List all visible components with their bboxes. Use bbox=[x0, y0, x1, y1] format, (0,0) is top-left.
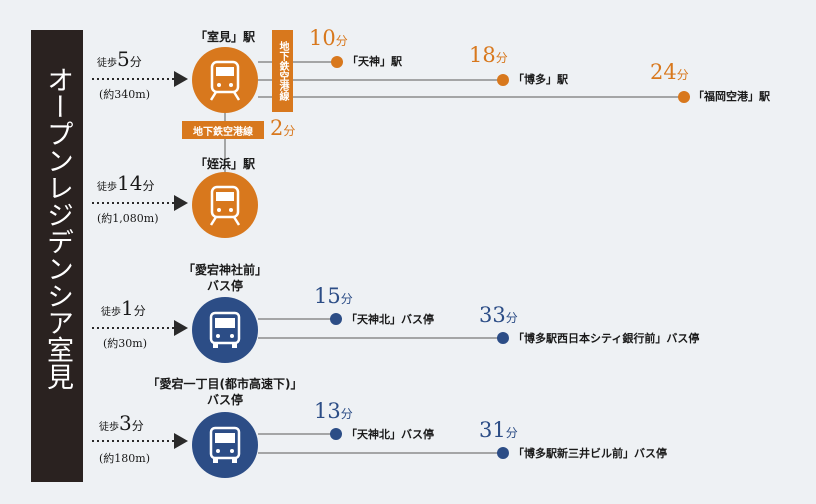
dest-label-airport: 「福岡空港」駅 bbox=[693, 90, 770, 103]
title-bar bbox=[31, 30, 83, 482]
time-hakata: 18分 bbox=[469, 43, 508, 67]
walk-time-2: 徒歩14分 bbox=[97, 171, 155, 195]
subway-line-badge-transfer: 地下鉄空港線 bbox=[182, 121, 264, 139]
property-title: オープンレジデンシア室見 bbox=[42, 66, 73, 390]
walk-distance-1: (約340m) bbox=[99, 88, 151, 101]
time-tenjin: 10分 bbox=[309, 26, 348, 50]
subway-line-badge: 地下鉄空港線 bbox=[272, 30, 293, 112]
dest-label-bus2-hakata: 「博多駅新三井ビル前」バス停 bbox=[513, 447, 667, 460]
train-icon bbox=[192, 172, 258, 238]
dest-label-bus2-tenjinkita: 「天神北」バス停 bbox=[346, 428, 434, 441]
bus-stop-label-2: 「愛宕一丁目(都市高速下)」 bbox=[147, 377, 303, 391]
station-label-muromi: 「室見」駅 bbox=[194, 30, 255, 44]
time-bus2-hakata: 31分 bbox=[479, 418, 518, 442]
dest-label-tenjin: 「天神」駅 bbox=[347, 55, 402, 68]
time-bus1-hakata: 33分 bbox=[479, 303, 518, 327]
dest-dot-bus2b bbox=[497, 447, 509, 459]
dest-dot-bus1b bbox=[497, 332, 509, 344]
dest-dot-bus1a bbox=[330, 313, 342, 325]
dest-dot-airport bbox=[678, 91, 690, 103]
station-label-meinohama: 「姪浜」駅 bbox=[194, 157, 255, 171]
dest-label-bus1-hakata: 「博多駅西日本シティ銀行前」バス停 bbox=[513, 332, 700, 345]
walk-time-1: 徒歩5分 bbox=[97, 47, 142, 71]
time-airport: 24分 bbox=[650, 60, 689, 84]
dest-label-hakata: 「博多」駅 bbox=[513, 73, 568, 86]
bus-stop-label-2-suffix: バス停 bbox=[206, 393, 243, 407]
time-bus1-tenjinkita: 15分 bbox=[314, 284, 353, 308]
walk-time-3: 徒歩1分 bbox=[101, 296, 146, 320]
transfer-time: 2分 bbox=[270, 116, 296, 140]
dest-dot-tenjin bbox=[331, 56, 343, 68]
dest-dot-bus2a bbox=[330, 428, 342, 440]
time-bus2-tenjinkita: 13分 bbox=[314, 399, 353, 423]
bus-stop-label-1: 「愛宕神社前」 bbox=[182, 263, 267, 277]
train-icon bbox=[192, 47, 258, 113]
bus-stop-label-1-suffix: バス停 bbox=[206, 279, 243, 293]
bus-icon bbox=[192, 297, 258, 363]
walk-distance-2: (約1,080m) bbox=[97, 212, 159, 225]
walk-time-4: 徒歩3分 bbox=[99, 411, 144, 435]
dest-dot-hakata bbox=[497, 74, 509, 86]
walk-distance-4: (約180m) bbox=[99, 452, 151, 465]
dest-label-bus1-tenjinkita: 「天神北」バス停 bbox=[346, 313, 434, 326]
bus-icon bbox=[192, 412, 258, 478]
walk-distance-3: (約30m) bbox=[103, 337, 148, 350]
